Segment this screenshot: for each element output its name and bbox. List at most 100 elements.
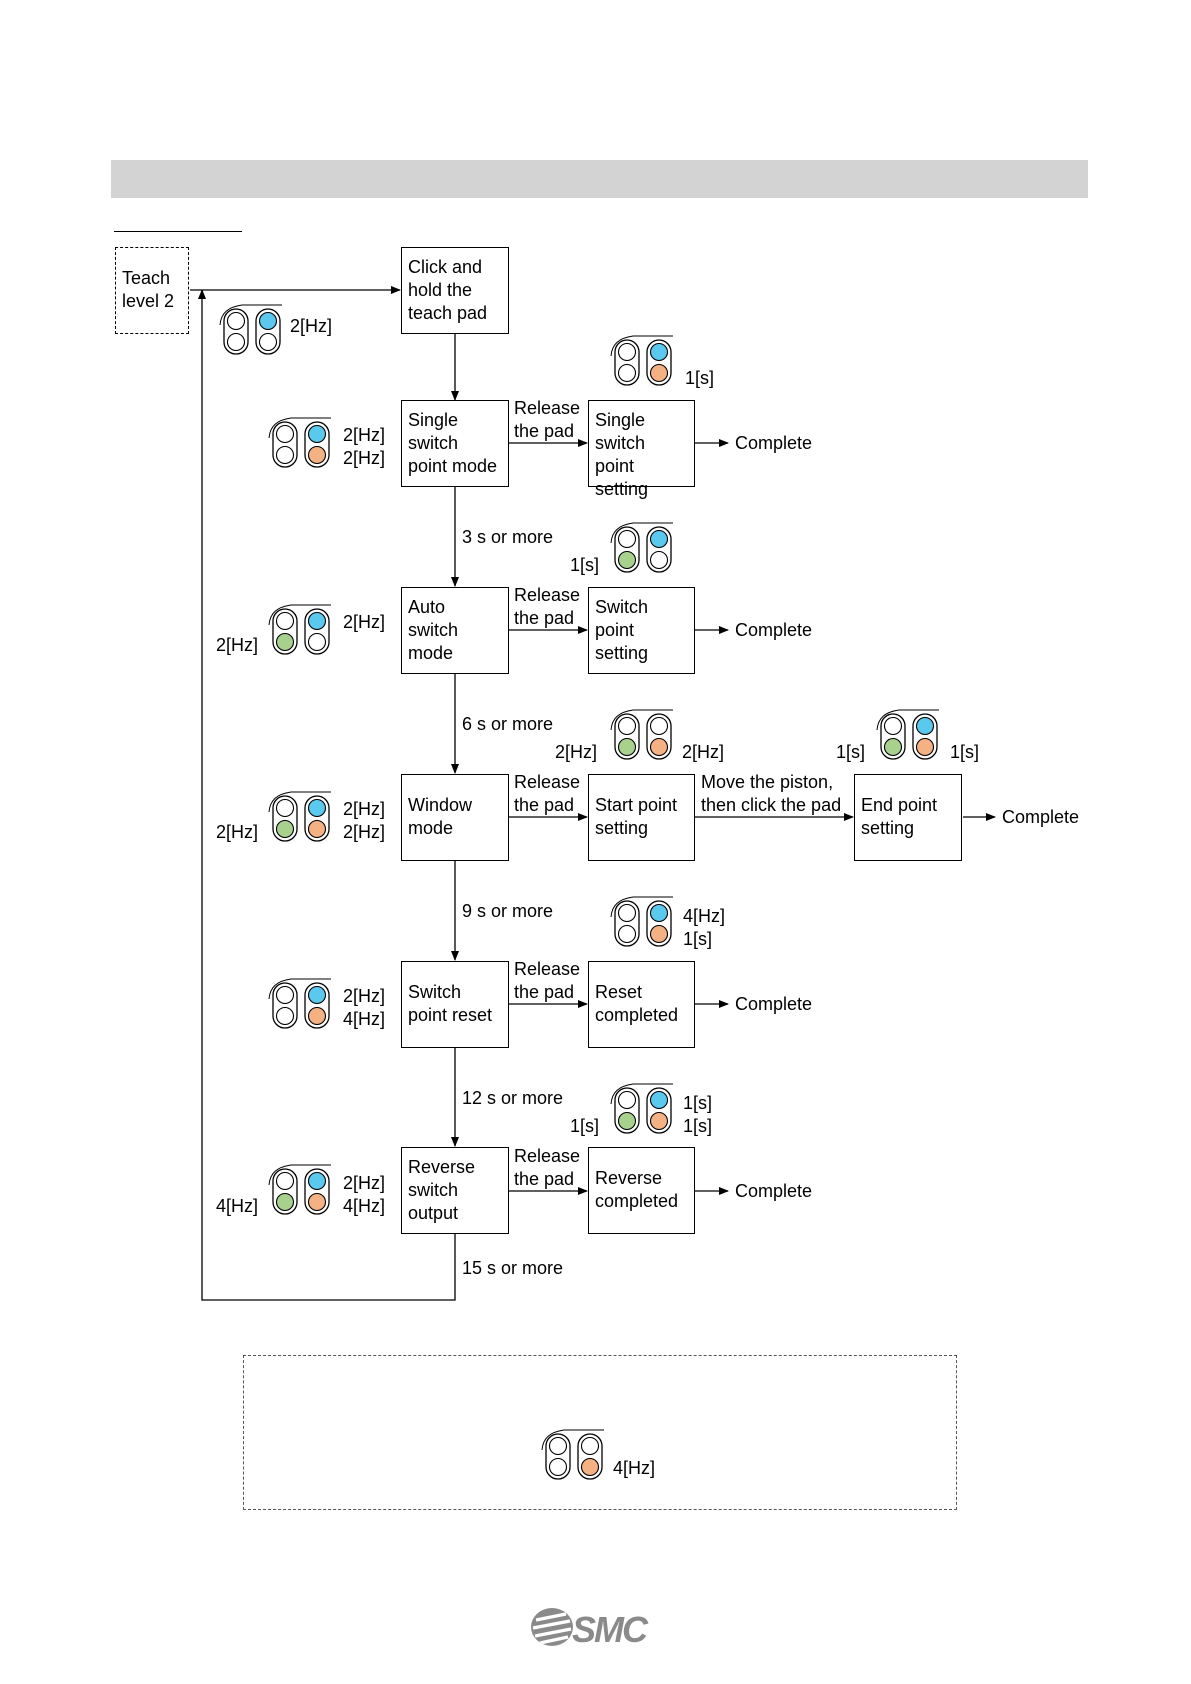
label-complete: Complete	[735, 1181, 813, 1201]
node-start-setting: Start point setting	[588, 774, 695, 861]
node-reset-done: Reset completed	[588, 961, 695, 1048]
section-underline	[114, 231, 242, 232]
led-blue-lit	[307, 798, 327, 818]
led-cluster-graphic	[610, 896, 673, 947]
led-label: 1[s] 1[s]	[683, 1093, 713, 1136]
label-time-9s: 9 s or more	[462, 901, 554, 921]
led-orange-lit	[649, 737, 669, 757]
led-label: 1[s]	[570, 1116, 600, 1136]
led-label: 2[Hz] 2[Hz]	[343, 799, 386, 842]
led-cluster-graphic	[268, 791, 331, 842]
led-off	[617, 1090, 637, 1110]
led-off	[275, 798, 295, 818]
led-blue-lit	[649, 342, 669, 362]
led-cover-arc	[610, 1083, 673, 1105]
led-orange-lit	[649, 924, 669, 944]
node-auto-mode: Auto switch mode	[401, 587, 509, 674]
led-label: 1[s]	[685, 368, 715, 388]
led-cover-arc	[268, 1164, 331, 1186]
led-cover-arc	[876, 709, 939, 731]
label-release: Release the pad	[514, 398, 581, 441]
led-cover-arc	[268, 978, 331, 1000]
led-label: 1[s]	[570, 555, 600, 575]
led-cluster-graphic	[268, 417, 331, 468]
led-label: 4[Hz]	[216, 1196, 259, 1216]
led-cover-arc	[610, 522, 673, 544]
led-off	[649, 716, 669, 736]
led-cluster-graphic	[610, 1083, 673, 1134]
led-cover-arc	[610, 896, 673, 918]
led-cover-arc	[610, 709, 673, 731]
led-cover-arc	[541, 1429, 604, 1451]
led-indicator	[216, 303, 288, 362]
led-off	[649, 550, 669, 570]
led-blue-lit	[307, 424, 327, 444]
led-off	[226, 311, 246, 331]
node-teach-level: Teach level 2	[115, 247, 189, 334]
led-indicator	[265, 977, 337, 1036]
label-time-6s: 6 s or more	[462, 714, 554, 734]
led-orange-lit	[307, 1192, 327, 1212]
led-cluster-graphic	[876, 709, 939, 760]
led-label: 2[Hz]	[555, 742, 598, 762]
led-off	[617, 716, 637, 736]
led-cluster-graphic	[541, 1429, 604, 1480]
led-blue-lit	[649, 529, 669, 549]
node-reverse-done: Reverse completed	[588, 1147, 695, 1234]
label-release: Release the pad	[514, 585, 581, 628]
led-orange-lit	[580, 1457, 600, 1477]
led-label: 2[Hz] 4[Hz]	[343, 986, 386, 1029]
led-cover-arc	[268, 417, 331, 439]
node-reset-mode: Switch point reset	[401, 961, 509, 1048]
led-label: 2[Hz]	[216, 635, 259, 655]
led-cluster-graphic	[268, 1164, 331, 1215]
led-off	[617, 903, 637, 923]
led-cover-arc	[219, 304, 282, 326]
led-orange-lit	[915, 737, 935, 757]
led-off	[275, 985, 295, 1005]
led-blue-lit	[258, 311, 278, 331]
led-label: 1[s]	[950, 742, 980, 762]
node-switch-setting: Switch point setting	[588, 587, 695, 674]
label-time-12s: 12 s or more	[462, 1088, 564, 1108]
led-off	[883, 716, 903, 736]
label-release: Release the pad	[514, 772, 581, 815]
node-single-mode: Single switch point mode	[401, 400, 509, 487]
led-blue-lit	[649, 1090, 669, 1110]
led-label: 2[Hz]	[343, 612, 386, 632]
led-label: 2[Hz] 4[Hz]	[343, 1173, 386, 1216]
led-indicator	[607, 521, 679, 580]
note-box	[243, 1355, 957, 1510]
led-indicator	[607, 334, 679, 393]
led-green-lit	[275, 632, 295, 652]
led-indicator	[607, 708, 679, 767]
led-cluster-graphic	[610, 522, 673, 573]
led-label: 2[Hz]	[216, 822, 259, 842]
label-release: Release the pad	[514, 959, 581, 1002]
edge-loop-back	[198, 289, 456, 1301]
led-orange-lit	[307, 819, 327, 839]
node-end-setting: End point setting	[854, 774, 962, 861]
led-indicator	[265, 790, 337, 849]
led-off	[226, 332, 246, 352]
led-off	[275, 1006, 295, 1026]
led-cover-arc	[610, 335, 673, 357]
led-label: 2[Hz] 2[Hz]	[343, 425, 386, 468]
led-cluster-graphic	[610, 709, 673, 760]
led-off	[275, 445, 295, 465]
led-blue-lit	[649, 903, 669, 923]
led-off	[617, 924, 637, 944]
led-cover-arc	[268, 791, 331, 813]
node-click-hold: Click and hold the teach pad	[401, 247, 509, 334]
led-orange-lit	[307, 445, 327, 465]
led-green-lit	[275, 1192, 295, 1212]
led-indicator	[873, 708, 945, 767]
led-green-lit	[617, 1111, 637, 1131]
led-orange-lit	[649, 363, 669, 383]
label-release: Release the pad	[514, 1146, 581, 1189]
led-orange-lit	[307, 1006, 327, 1026]
led-green-lit	[275, 819, 295, 839]
led-indicator	[265, 416, 337, 475]
label-complete: Complete	[735, 994, 813, 1014]
